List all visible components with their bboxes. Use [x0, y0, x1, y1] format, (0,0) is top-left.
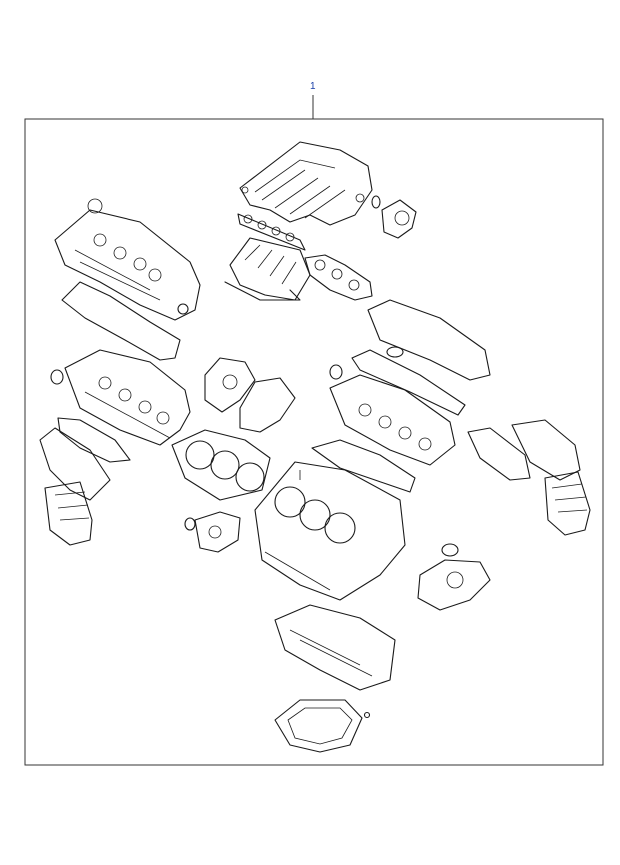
throttle-body[interactable] [371, 195, 417, 239]
engine-block[interactable] [254, 461, 406, 601]
exhaust-gasket-left[interactable] [57, 417, 131, 463]
water-pump[interactable] [204, 357, 256, 413]
diagram-frame [24, 118, 604, 766]
intake-gasket-upper[interactable] [237, 213, 306, 251]
oil-pan-upper[interactable] [274, 604, 396, 691]
valve-cover-gasket-left[interactable] [61, 281, 181, 361]
head-gasket-left[interactable] [171, 429, 271, 501]
thermostat-housing[interactable] [417, 543, 491, 611]
callout-1-label[interactable]: 1 [310, 81, 316, 92]
head-gasket-right[interactable] [311, 439, 416, 493]
valve-cover-left[interactable] [54, 198, 201, 321]
cylinder-head-left[interactable] [50, 349, 191, 446]
intake-manifold-lower[interactable] [224, 237, 311, 301]
exhaust-manifold-right[interactable] [511, 419, 591, 536]
valve-cover-gasket-right[interactable] [351, 349, 466, 416]
cylinder-head-right[interactable] [329, 364, 456, 466]
oil-pan-lower[interactable] [274, 699, 371, 753]
valve-cover-right[interactable] [367, 299, 491, 381]
intake-manifold-upper[interactable] [239, 141, 373, 226]
exhaust-manifold-left[interactable] [39, 427, 111, 546]
exhaust-gasket-right[interactable] [467, 427, 531, 481]
oil-pump[interactable] [184, 511, 241, 553]
intake-gasket-right[interactable] [304, 254, 373, 301]
water-pump-gasket[interactable] [239, 377, 296, 433]
